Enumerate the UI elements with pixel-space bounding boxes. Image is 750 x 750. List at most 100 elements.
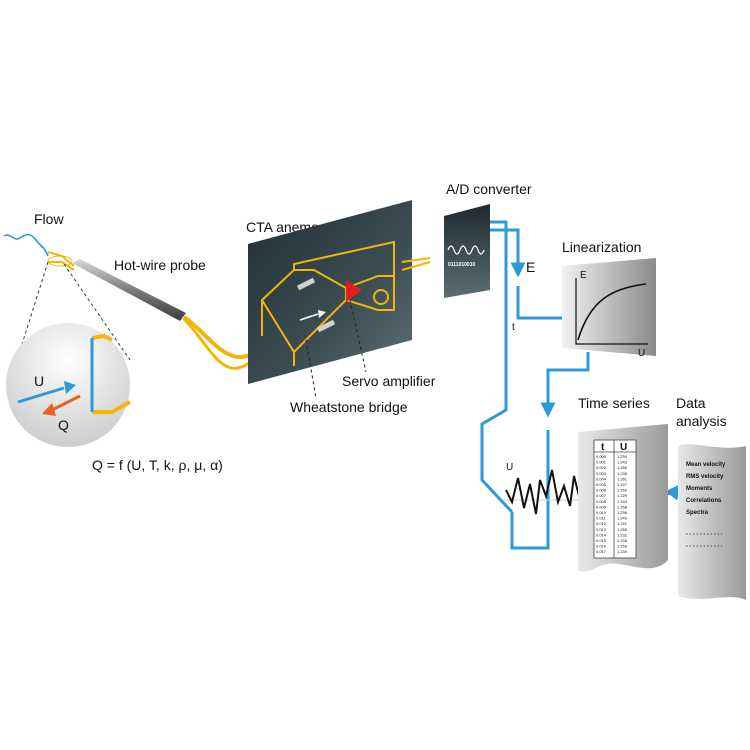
servo-label: Servo amplifier xyxy=(342,373,436,389)
table-cell-u: 1.256 xyxy=(617,465,628,470)
table-cell-t: 0.005 xyxy=(596,482,607,487)
table-cell-u: 1.232 xyxy=(617,532,628,537)
table-cell-u: 1.246 xyxy=(617,538,628,543)
signal-t-to-timeseries xyxy=(480,320,514,514)
table-cell-u: 1.247 xyxy=(617,482,628,487)
analysis-sheet xyxy=(678,444,746,600)
table-cell-t: 0.013 xyxy=(596,527,607,532)
signal-t-label: t xyxy=(512,322,515,333)
table-cell-t: 0.016 xyxy=(596,544,607,549)
table-cell-t: 0.008 xyxy=(596,499,607,504)
signal-ad-out-2 xyxy=(490,228,526,278)
flow-streamline xyxy=(3,233,49,257)
ts-u-label: U xyxy=(506,462,513,473)
bridge-resistor xyxy=(296,277,316,291)
ad-converter: A/D converter 0111010010 xyxy=(444,181,532,298)
table-cell-u: 1.243 xyxy=(617,460,628,465)
heat-transfer-formula: Q = f (U, T, k, ρ, μ, α) xyxy=(92,457,223,473)
table-cell-u: 1.259 xyxy=(617,544,628,549)
table-cell-t: 0.009 xyxy=(596,504,607,509)
cta-anemometer: CTA anemometer Servo amplifier Wheatston… xyxy=(246,200,436,415)
table-cell-t: 0.012 xyxy=(596,521,607,526)
table-cell-t: 0.015 xyxy=(596,538,607,543)
table-cell-u: 1.238 xyxy=(617,471,628,476)
table-cell-t: 0.000 xyxy=(596,454,607,459)
ts-signal xyxy=(505,469,593,515)
ad-bits: 0111010010 xyxy=(448,262,475,268)
table-cell-u: 1.244 xyxy=(617,499,628,504)
flow-label: Flow xyxy=(34,211,64,227)
analysis-item: Spectra xyxy=(686,510,709,516)
table-cell-t: 0.006 xyxy=(596,488,607,493)
table-cell-t: 0.002 xyxy=(596,465,607,470)
table-cell-u: 1.255 xyxy=(617,527,628,532)
time-series-label: Time series xyxy=(578,395,650,411)
probe-body xyxy=(72,259,186,321)
table-cell-u: 1.236 xyxy=(617,510,628,515)
linearization-curve xyxy=(577,283,647,341)
inset-u-arrow xyxy=(17,386,65,404)
table-cell-t: 0.007 xyxy=(596,493,607,498)
probe-label: Hot-wire probe xyxy=(114,257,206,273)
probe-prongs xyxy=(47,251,75,271)
linearization-axes xyxy=(575,278,648,345)
table-cell-u: 1.252 xyxy=(617,488,628,493)
bridge-arrow xyxy=(299,313,319,321)
table-cell-t: 0.011 xyxy=(596,516,606,521)
ad-input-wave xyxy=(447,245,485,255)
inset-u-arrowhead xyxy=(64,381,76,394)
inset-q-label: Q xyxy=(58,417,69,433)
hot-wire-probe: Hot-wire probe xyxy=(47,251,267,370)
sensor-inset: U Q Q = f (U, T, k, ρ, μ, α) xyxy=(6,261,223,473)
inset-u-label: U xyxy=(34,373,44,389)
time-series-plot: Time series U t xyxy=(504,395,650,535)
analysis-item: Correlations xyxy=(686,498,722,504)
bridge-arrowhead xyxy=(318,310,326,318)
bridge-leader xyxy=(305,339,317,399)
table-cell-u: 1.261 xyxy=(617,476,628,481)
table-cell-u: 1.239 xyxy=(617,549,628,554)
inset-prong-top xyxy=(91,333,113,342)
analysis-title-1: Data xyxy=(676,395,706,411)
inset-guide-right xyxy=(63,263,131,361)
inset-q-arrowhead xyxy=(42,403,56,416)
probe-tip-highlight xyxy=(47,255,73,267)
inset-q-arrow xyxy=(51,394,81,412)
signal-ad-out-1 xyxy=(490,220,508,320)
table-cell-t: 0.004 xyxy=(596,476,607,481)
analysis-title-2: analysis xyxy=(676,413,727,429)
bridge-label: Wheatstone bridge xyxy=(290,399,408,415)
table-cell-u: 1.229 xyxy=(617,493,628,498)
table-cell-t: 0.001 xyxy=(596,460,607,465)
linearization-label: Linearization xyxy=(562,239,641,255)
analysis-item: Mean velocity xyxy=(686,462,726,468)
flow-group: Flow xyxy=(3,211,64,257)
servo-amplifier-symbol xyxy=(346,280,362,302)
analysis-item: Moments xyxy=(686,486,713,492)
linearization-e-label: E xyxy=(580,270,587,281)
signal-e-label: E xyxy=(526,259,535,275)
signal-lin-to-ts xyxy=(540,352,590,418)
table-cell-u: 1.249 xyxy=(617,516,628,521)
table-cell-t: 0.010 xyxy=(596,510,607,515)
analysis-item: RMS velocity xyxy=(686,474,724,480)
ad-label: A/D converter xyxy=(446,181,532,197)
inset-guide-left xyxy=(11,261,49,377)
inset-prong-bottom xyxy=(92,400,131,414)
table-header-u: U xyxy=(620,442,627,453)
table-cell-t: 0.017 xyxy=(596,549,607,554)
table-header-t: t xyxy=(601,442,605,453)
cta-panel xyxy=(248,200,412,384)
table-cell-u: 1.234 xyxy=(617,454,628,459)
linearization: Linearization E U xyxy=(562,239,656,359)
table-frame xyxy=(593,439,637,559)
bridge-resistor-2 xyxy=(316,319,336,333)
table-cell-t: 0.014 xyxy=(596,532,607,537)
table-cell-u: 1.258 xyxy=(617,504,628,509)
servo-leader xyxy=(349,299,367,373)
table-cell-u: 1.241 xyxy=(617,521,628,526)
